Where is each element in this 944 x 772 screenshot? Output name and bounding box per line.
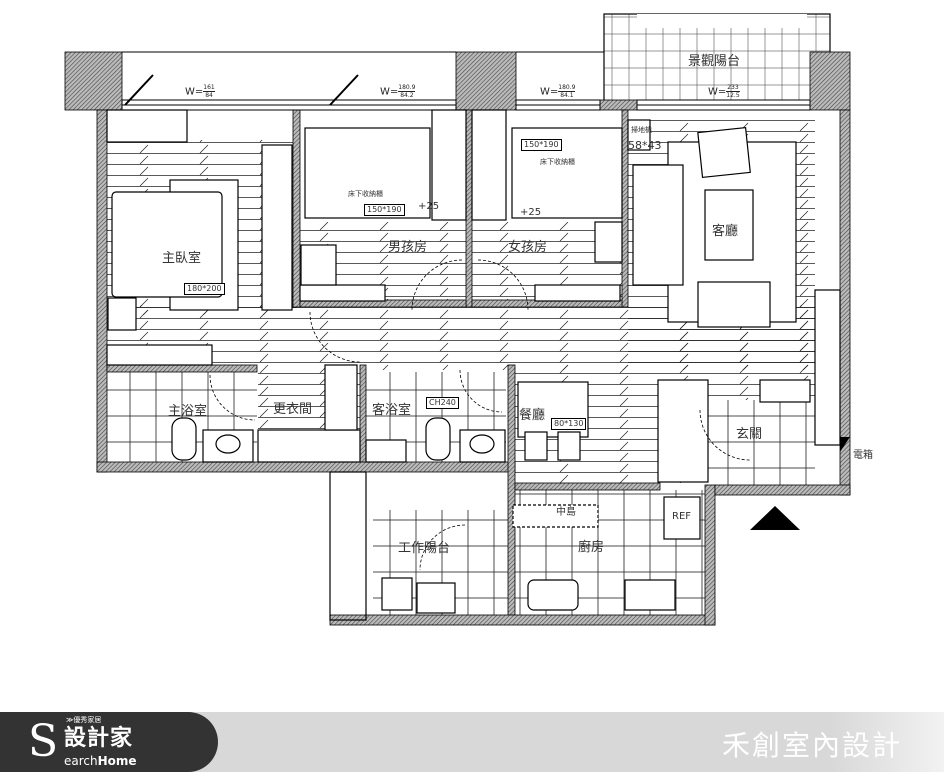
logo-s-glyph: S — [28, 716, 59, 767]
room-label-boy-room: 男孩房 — [388, 240, 428, 255]
girl-bed-size: 150*190 — [521, 139, 562, 151]
girl-underbed-storage: 床下收納櫃 — [540, 158, 575, 166]
room-label-kitchen: 廚房 — [578, 540, 605, 555]
ceiling-height: CH240 — [426, 397, 459, 409]
footer-bar: S ≫優秀家居 設計家 earchHome 禾創室內設計 — [0, 712, 944, 772]
electric-box-icon — [840, 437, 850, 452]
room-label-master-bedroom: 主臥室 — [162, 251, 202, 266]
doors — [209, 259, 751, 571]
entrance-arrow-icon — [750, 506, 800, 530]
room-label-girl-room: 女孩房 — [508, 240, 548, 255]
room-label-entrance: 玄關 — [736, 427, 763, 442]
room-label-dining: 餐廳 — [519, 408, 546, 423]
room-label-walk-in-closet: 更衣間 — [273, 402, 313, 417]
label-island: 中島 — [556, 507, 576, 518]
firm-name: 禾創室內設計 — [721, 729, 902, 762]
boy-bed-size: 150*190 — [364, 204, 405, 216]
floor-tile-entrance — [705, 400, 815, 485]
searchhome-logo: S ≫優秀家居 設計家 earchHome — [0, 712, 218, 772]
room-label-utility-balcony: 工作陽台 — [398, 541, 451, 556]
logo-tagline: ≫優秀家居 — [66, 716, 102, 724]
logo-sub-text: earchHome — [64, 754, 137, 768]
boy-underbed-storage: 床下收納櫃 — [348, 190, 383, 198]
wardrobes — [106, 109, 841, 483]
label-electric-box: 電箱 — [853, 450, 873, 461]
walls — [64, 51, 851, 626]
robot-size: 58*43 — [628, 139, 662, 152]
windows — [121, 51, 811, 111]
girl-bed-raise: +25 — [520, 207, 542, 218]
bath-fixtures — [171, 417, 506, 463]
master-bed-size: 180*200 — [184, 283, 225, 295]
room-label-master-bath: 主浴室 — [168, 404, 208, 419]
logo-main-text: 設計家 — [64, 726, 134, 751]
floor-plan — [64, 13, 851, 626]
boy-bed-raise: +25 — [418, 201, 440, 212]
robot-label: 掃地機 — [631, 126, 652, 134]
living-furniture — [627, 119, 797, 328]
room-label-guest-bath: 客浴室 — [372, 403, 412, 418]
room-label-living-room: 客廳 — [712, 224, 739, 239]
dining-kitchen — [329, 381, 701, 621]
dining-table-size: 80*130 — [551, 418, 587, 430]
label-fridge: REF — [672, 511, 692, 522]
balcony-view — [603, 13, 831, 107]
room-label-balcony-view: 景觀陽台 — [688, 54, 741, 69]
